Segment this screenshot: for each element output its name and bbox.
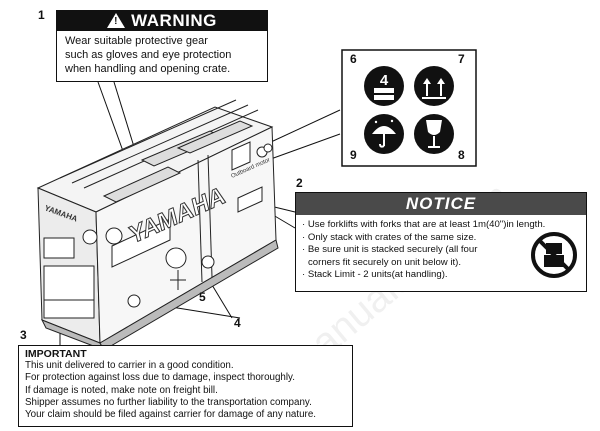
warning-line: such as gloves and eye protection <box>65 49 232 61</box>
no-stacking-icon <box>531 232 577 278</box>
warning-header: ! WARNING <box>57 11 267 31</box>
fragile-icon <box>414 114 454 154</box>
handling-symbols-panel: 4 <box>340 48 478 168</box>
important-line: If damage is noted, make note on freight… <box>25 384 218 396</box>
notice-line: · Only stack with crates of the same siz… <box>302 231 477 243</box>
callout-9: 9 <box>350 148 357 162</box>
warning-line: Wear suitable protective gear <box>65 35 208 47</box>
callout-6: 6 <box>350 52 357 66</box>
callout-4: 4 <box>234 316 241 330</box>
notice-header: NOTICE <box>296 193 586 215</box>
important-line: Shipper assumes no further liability to … <box>25 396 312 408</box>
warning-title: WARNING <box>131 11 217 30</box>
callout-1: 1 <box>38 8 45 22</box>
notice-line: · Stack Limit - 2 units(at handling). <box>302 269 448 281</box>
important-line: Your claim should be filed against carri… <box>25 409 316 421</box>
important-label: IMPORTANT This unit delivered to carrier… <box>18 345 353 427</box>
notice-text: · Use forklifts with forks that are at l… <box>302 219 546 282</box>
notice-line: · Be sure unit is stacked securely (all … <box>302 244 478 256</box>
notice-title: NOTICE <box>405 194 477 213</box>
warning-label: ! WARNING Wear suitable protective gear … <box>56 10 268 82</box>
callout-3: 3 <box>20 328 27 342</box>
callout-2: 2 <box>296 176 303 190</box>
stack-limit-number: 4 <box>380 72 389 89</box>
notice-line: corners fit securely on unit below it). <box>308 256 462 268</box>
important-line: This unit delivered to carrier in a good… <box>25 360 234 372</box>
callout-7: 7 <box>458 52 465 66</box>
notice-line: · Use forklifts with forks that are at l… <box>302 219 546 230</box>
stack-limit-icon: 4 <box>364 66 404 106</box>
important-line: For protection against loss due to damag… <box>25 372 295 384</box>
warning-text: Wear suitable protective gear such as gl… <box>57 31 267 76</box>
warning-triangle-icon: ! <box>107 12 126 28</box>
callout-5: 5 <box>199 290 206 304</box>
shipping-crate <box>36 99 279 351</box>
this-way-up-icon <box>414 66 454 106</box>
important-title: IMPORTANT <box>25 348 87 360</box>
warning-line: when handling and opening crate. <box>65 63 231 75</box>
callout-8: 8 <box>458 148 465 162</box>
keep-dry-icon <box>364 114 404 154</box>
handling-symbols: 4 <box>341 49 477 167</box>
notice-label: NOTICE · Use forklifts with forks that a… <box>295 192 587 292</box>
